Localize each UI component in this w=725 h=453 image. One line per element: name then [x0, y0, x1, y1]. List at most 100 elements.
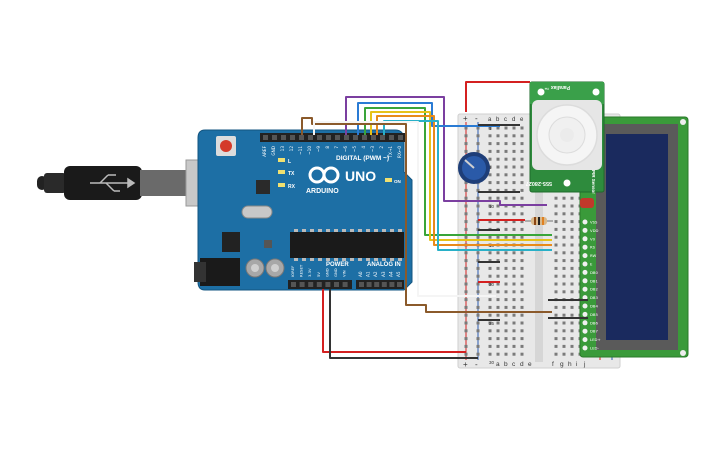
analog-pin-1[interactable] — [366, 282, 372, 287]
digital-pin-14[interactable] — [389, 135, 394, 140]
digital-pin-12[interactable] — [371, 135, 376, 140]
lcd-pin-label: DB5 — [590, 312, 599, 317]
lcd-pin-11[interactable] — [582, 311, 588, 317]
digital-pin-10[interactable] — [353, 135, 358, 140]
lcd-pin-5[interactable] — [582, 261, 588, 267]
power-pin-6[interactable] — [342, 282, 348, 287]
atmega-chip — [290, 232, 404, 258]
digital-pin-label: 13 — [280, 146, 285, 152]
digital-pin-8[interactable] — [335, 135, 340, 140]
lcd-pin-label: RW — [590, 253, 596, 258]
lcd-pin-label: DB0 — [590, 270, 599, 275]
analog-pin-label: A2 — [373, 271, 378, 277]
digital-pin-4[interactable] — [299, 135, 304, 140]
bb-column-letter: g — [560, 361, 564, 368]
lcd-display[interactable]: VSSVDDV0RSRWEDB0DB1DB2DB3DB4DB5DB6DB7LED… — [579, 116, 689, 358]
digital-pin-label: 8 — [325, 146, 330, 149]
lcd-pin-6[interactable] — [582, 269, 588, 275]
digital-pin-label: 7 — [334, 146, 339, 149]
bb-plus-label-top: + — [463, 114, 468, 123]
lcd-pin-2[interactable] — [582, 236, 588, 242]
lcd-pin-0[interactable] — [582, 219, 588, 225]
bb-column-letter: d — [512, 117, 515, 123]
power-pin-1[interactable] — [299, 282, 305, 287]
analog-pin-0[interactable] — [359, 282, 364, 287]
bb-minus-label-bottom: - — [475, 360, 478, 369]
digital-pin-5[interactable] — [308, 135, 313, 140]
digital-pin-0[interactable] — [263, 135, 268, 140]
tx-label: TX — [288, 171, 295, 177]
arduino-logo-icon — [308, 166, 340, 184]
digital-pin-3[interactable] — [290, 135, 295, 140]
arduino-brand-label: ARDUINO — [306, 188, 339, 195]
lcd-pin-9[interactable] — [582, 295, 588, 301]
power-pin-label: RESET — [299, 264, 304, 277]
usb-chip — [256, 180, 270, 194]
digital-pin-13[interactable] — [380, 135, 385, 140]
lcd-screen — [606, 134, 668, 340]
power-pin-label: GND — [324, 268, 329, 277]
wire-red — [322, 289, 466, 353]
lcd-pin-label: DB3 — [590, 295, 599, 300]
lcd-pin-label: DB1 — [590, 278, 599, 283]
digital-pin-6[interactable] — [317, 135, 322, 140]
analog-pin-3[interactable] — [381, 282, 387, 287]
pir-sensor[interactable]: Parallax ™ 555-28027 PIR Sensor — [526, 81, 605, 208]
power-pin-3[interactable] — [316, 282, 322, 287]
wire-purple — [345, 96, 547, 206]
lcd-pin-4[interactable] — [582, 253, 588, 259]
digital-pin-label: ~3 — [370, 146, 375, 153]
power-jack — [200, 258, 240, 286]
power-pin-0[interactable] — [291, 282, 296, 287]
analog-pin-label: A0 — [358, 271, 363, 277]
digital-pin-9[interactable] — [344, 135, 349, 140]
lcd-pin-14[interactable] — [582, 337, 588, 343]
digital-pin-7[interactable] — [326, 135, 331, 140]
lcd-pin-13[interactable] — [582, 328, 588, 334]
lcd-pin-label: E — [590, 262, 593, 267]
lcd-pin-label: DB7 — [590, 329, 599, 334]
lcd-pin-8[interactable] — [582, 286, 588, 292]
analog-pin-2[interactable] — [374, 282, 380, 287]
bb-column-letter: i — [576, 361, 577, 368]
digital-pin-label: ~11 — [298, 146, 303, 155]
lcd-pin-10[interactable] — [582, 303, 588, 309]
power-pin-5[interactable] — [334, 282, 339, 287]
digital-pin-label: ~9 — [316, 146, 321, 153]
digital-header-label: DIGITAL (PWM ~) — [336, 155, 389, 162]
analog-pin-5[interactable] — [397, 282, 402, 287]
wire-teal — [383, 120, 552, 251]
wire-yellow — [370, 111, 552, 241]
power-pin-2[interactable] — [308, 282, 314, 287]
lcd-pin-label: VDD — [590, 228, 599, 233]
pir-bottom-label: 555-28027 — [526, 180, 552, 186]
digital-pin-1[interactable] — [272, 135, 277, 140]
power-pin-4[interactable] — [325, 282, 331, 287]
lcd-pin-label: DB6 — [590, 320, 599, 325]
digital-pin-15[interactable] — [398, 135, 403, 140]
lcd-pin-7[interactable] — [582, 278, 588, 284]
wire-white — [313, 121, 496, 297]
digital-pin-2[interactable] — [281, 135, 286, 140]
lcd-pin-3[interactable] — [582, 244, 588, 250]
pir-side-label: PIR Sensor — [591, 170, 596, 194]
lcd-pin-label: DB4 — [590, 304, 599, 309]
rx-label: RX — [288, 184, 296, 190]
digital-pin-11[interactable] — [362, 135, 367, 140]
digital-pin-label: 4 — [361, 146, 366, 149]
lcd-pin-12[interactable] — [582, 320, 588, 326]
digital-pin-label: ~6 — [343, 146, 348, 153]
lcd-pin-label: V0 — [590, 236, 596, 241]
power-pin-label: 3.3V — [307, 268, 312, 277]
power-pin-label: GND — [333, 268, 338, 277]
lcd-pin-1[interactable] — [582, 227, 588, 233]
on-label: ON — [394, 179, 401, 184]
analog-pin-4[interactable] — [389, 282, 395, 287]
wire-black — [329, 289, 478, 359]
bb-row-number: 30 — [489, 360, 495, 365]
lcd-pin-15[interactable] — [582, 345, 588, 351]
potentiometer[interactable] — [458, 152, 490, 184]
usb-icon — [90, 174, 136, 192]
